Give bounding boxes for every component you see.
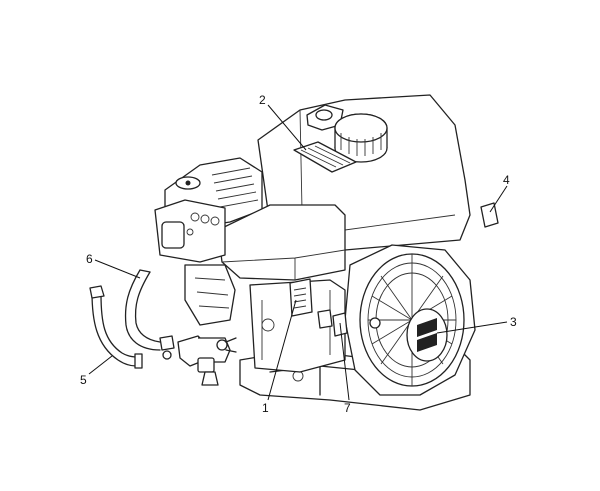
callout-4: 4 <box>503 173 510 187</box>
callout-2: 2 <box>259 93 266 107</box>
callout-7: 7 <box>344 401 351 415</box>
engine-drawing <box>89 94 476 411</box>
leader-lines <box>88 104 508 401</box>
callout-5: 5 <box>80 373 87 387</box>
part-4-label <box>480 202 499 228</box>
callout-1: 1 <box>262 401 269 415</box>
callout-3: 3 <box>510 315 517 329</box>
callout-6: 6 <box>86 252 93 266</box>
